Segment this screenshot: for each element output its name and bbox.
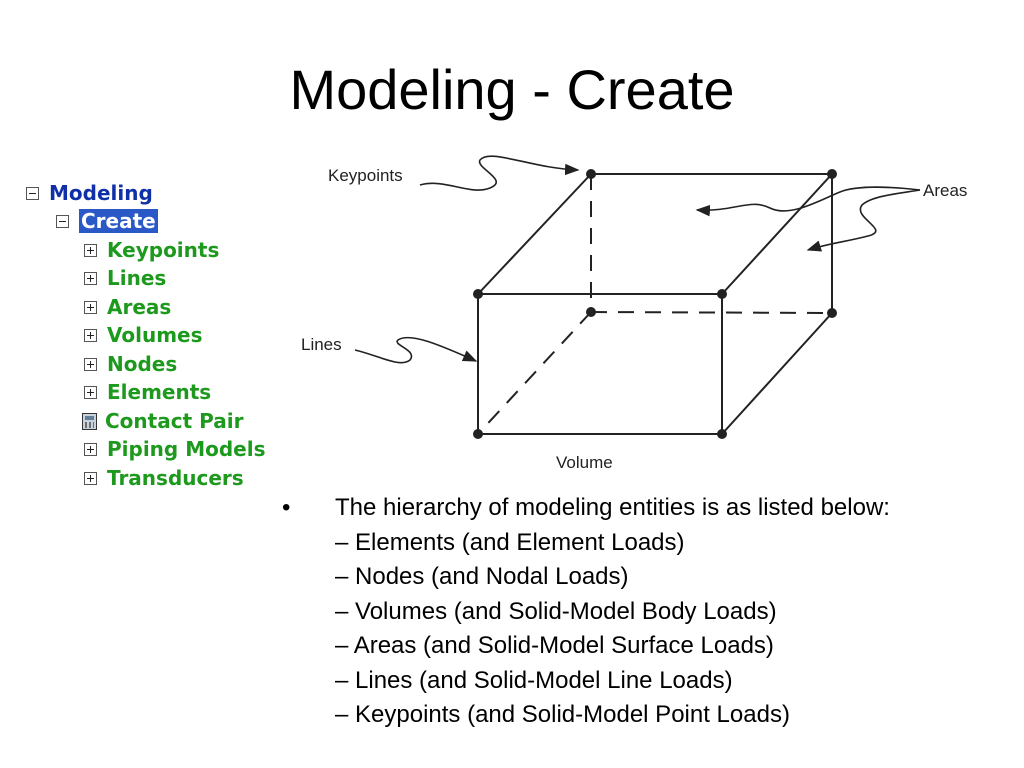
areas-pointer-lower <box>806 189 921 252</box>
bullet-intro: The hierarchy of modeling entities is as… <box>335 494 890 521</box>
slide-title: Modeling - Create <box>289 58 735 121</box>
tree-node-nodes[interactable]: Nodes <box>84 351 177 377</box>
keypoint-dot <box>586 169 596 179</box>
tree-label-contact-pair[interactable]: Contact Pair <box>105 409 244 433</box>
collapse-icon[interactable] <box>26 186 39 200</box>
tree-node-keypoints[interactable]: Keypoints <box>84 237 219 263</box>
hierarchy-item: – Nodes (and Nodal Loads) <box>335 563 629 590</box>
hierarchy-item: – Areas (and Solid-Model Surface Loads) <box>335 632 774 659</box>
areas-pointer-upper <box>695 186 921 217</box>
expand-icon[interactable] <box>84 328 97 342</box>
keypoint-markers <box>473 169 837 439</box>
expand-icon[interactable] <box>84 271 97 285</box>
tree-node-volumes[interactable]: Volumes <box>84 322 203 348</box>
tree-label-piping-models[interactable]: Piping Models <box>107 437 266 461</box>
hierarchy-item: – Lines (and Solid-Model Line Loads) <box>335 666 733 694</box>
expand-icon[interactable] <box>84 471 97 485</box>
tree-label-create[interactable]: Create <box>79 209 158 233</box>
keypoint-dot <box>586 307 596 317</box>
bullet-body: The hierarchy of modeling entities is as… <box>335 491 975 733</box>
expand-icon[interactable] <box>84 357 97 371</box>
tree-label-transducers[interactable]: Transducers <box>107 466 244 490</box>
keypoints-pointer <box>419 155 580 191</box>
keypoint-dot <box>473 289 483 299</box>
keypoint-dot <box>717 429 727 439</box>
label-lines: Lines <box>301 335 342 354</box>
expand-icon[interactable] <box>84 385 97 399</box>
label-volume: Volume <box>556 453 613 472</box>
tree-node-modeling[interactable]: Modeling <box>26 180 153 206</box>
hierarchy-item: – Elements (and Element Loads) <box>335 528 685 556</box>
label-keypoints: Keypoints <box>328 166 403 185</box>
expand-icon[interactable] <box>84 243 97 257</box>
collapse-icon[interactable] <box>56 214 69 228</box>
tree-node-transducers[interactable]: Transducers <box>84 465 244 491</box>
tree-label-nodes[interactable]: Nodes <box>107 352 178 376</box>
keypoint-dot <box>717 289 727 299</box>
tree-node-areas[interactable]: Areas <box>84 294 171 320</box>
bullet-marker: • <box>282 494 291 521</box>
tree-label-lines[interactable]: Lines <box>107 266 167 290</box>
cube-hidden-edges <box>477 174 833 435</box>
label-areas: Areas <box>923 181 967 200</box>
cube-diagram: Keypoints Areas Lines Volume <box>301 155 967 472</box>
keypoint-dot <box>827 308 837 318</box>
lines-pointer <box>354 336 478 364</box>
tree-node-piping-models[interactable]: Piping Models <box>84 436 266 462</box>
tree-label-modeling[interactable]: Modeling <box>49 181 153 205</box>
expand-icon[interactable] <box>84 300 97 314</box>
tree-node-contact-pair[interactable]: Contact Pair <box>82 408 243 434</box>
tree-label-volumes[interactable]: Volumes <box>107 323 203 347</box>
tree-label-keypoints[interactable]: Keypoints <box>107 238 220 262</box>
hierarchy-item: – Keypoints (and Solid-Model Point Loads… <box>335 701 790 728</box>
tree-node-create[interactable]: Create <box>56 208 158 234</box>
calculator-icon <box>82 412 97 430</box>
cube-solid-edges <box>477 173 833 435</box>
tree-label-elements[interactable]: Elements <box>107 380 212 404</box>
tree-node-elements[interactable]: Elements <box>84 379 211 405</box>
keypoint-dot <box>473 429 483 439</box>
expand-icon[interactable] <box>84 442 97 456</box>
keypoint-dot <box>827 169 837 179</box>
tree-label-areas[interactable]: Areas <box>107 295 172 319</box>
tree-node-lines[interactable]: Lines <box>84 265 166 291</box>
hierarchy-item: – Volumes (and Solid-Model Body Loads) <box>335 597 777 625</box>
